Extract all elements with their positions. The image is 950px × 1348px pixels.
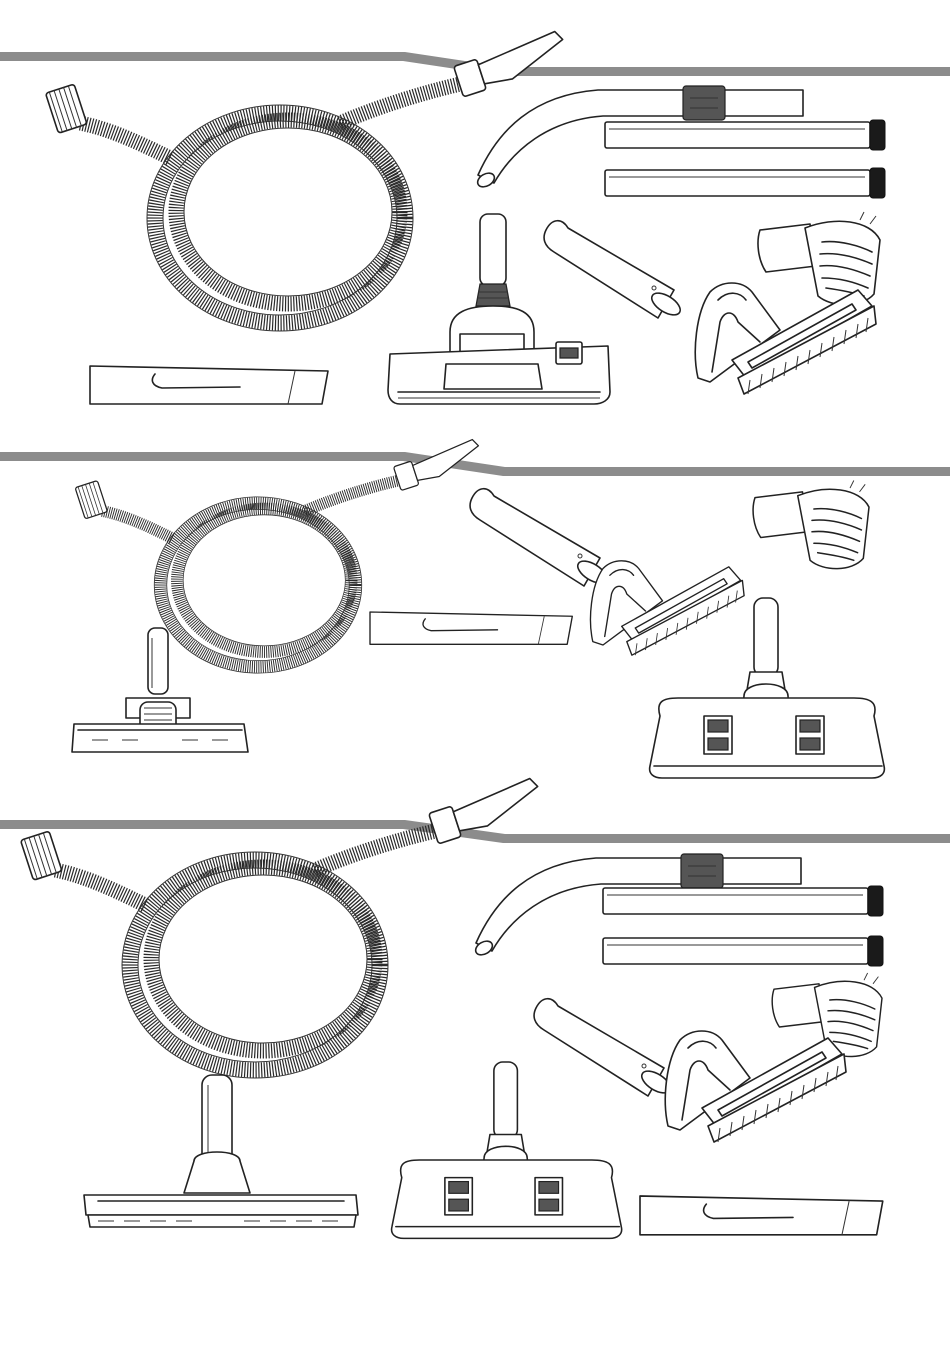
accessory-set-1 — [46, 30, 885, 404]
extension-tube-icon — [605, 168, 885, 198]
upholstery-nozzle-icon — [591, 561, 745, 655]
upholstery-nozzle-icon — [665, 1031, 846, 1142]
upholstery-nozzle-icon — [695, 283, 876, 394]
dusting-brush-icon — [753, 481, 869, 569]
extension-tube-icon — [605, 120, 885, 150]
tapered-nozzle-icon — [470, 489, 610, 588]
tapered-nozzle-icon — [544, 221, 684, 320]
dusting-brush-icon — [758, 212, 880, 305]
accessory-set-2 — [72, 438, 884, 778]
crevice-tool-icon — [640, 1196, 883, 1235]
crevice-tool-icon — [90, 366, 328, 404]
accessory-set-3 — [21, 777, 883, 1238]
wet-floor-squeegee-icon — [84, 1075, 358, 1227]
section-divider-2 — [0, 452, 950, 476]
extension-tube-icon — [603, 936, 883, 966]
tapered-nozzle-icon — [534, 999, 674, 1098]
turbo-brush-nozzle-icon — [72, 628, 248, 752]
crevice-tool-icon — [370, 612, 572, 644]
dual-floor-nozzle-icon — [392, 1062, 622, 1238]
extension-tube-icon — [603, 886, 883, 916]
